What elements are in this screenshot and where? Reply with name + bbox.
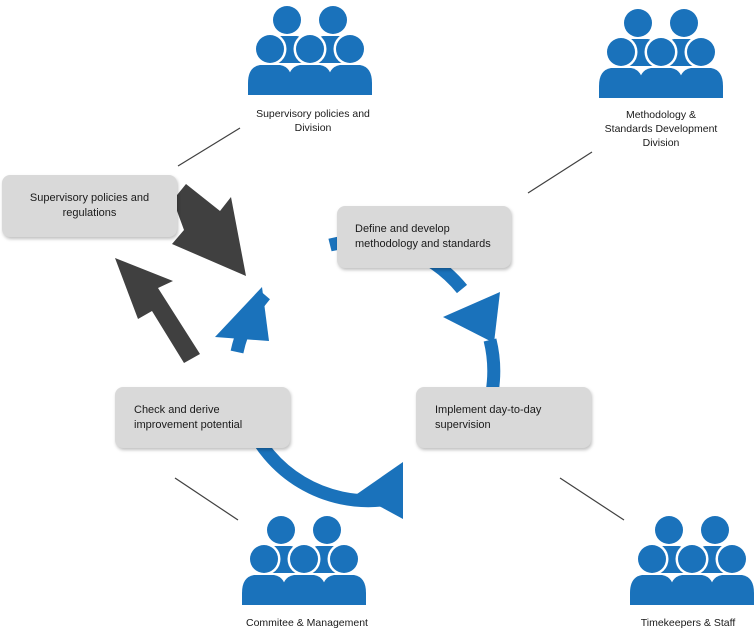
label-committee: Commitee & Management: [246, 617, 368, 629]
people-group-icon: [597, 7, 725, 100]
connector-line-committee: [174, 477, 239, 521]
connector-line-timekeepers: [559, 477, 625, 521]
cycle-arrowhead-bottom: [357, 462, 403, 519]
label-supervisory-division: Supervisory policies and Division: [256, 108, 370, 134]
box-label: Supervisory policies and regulations: [29, 192, 150, 219]
box-define-develop: Define and develop methodology and stand…: [337, 206, 511, 268]
box-check-derive: Check and derive improvement potential: [115, 387, 290, 448]
cycle-arrowhead-left: [215, 287, 269, 341]
dark-arrow-into-cycle: [172, 184, 246, 276]
box-label: Define and develop methodology and stand…: [355, 223, 491, 250]
dark-arrow-out-of-cycle: [115, 258, 200, 363]
connector-line-supervisory: [177, 127, 241, 167]
people-group-icon: [246, 4, 374, 97]
label-timekeepers: Timekeepers & Staff: [640, 617, 736, 629]
cycle-arrowhead-right: [443, 292, 500, 343]
people-group-icon: [240, 514, 368, 607]
box-label: Implement day-to-day supervision: [435, 403, 542, 431]
people-group-icon: [628, 514, 754, 607]
box-implement: Implement day-to-day supervision: [416, 387, 591, 448]
box-label: Check and derive improvement potential: [134, 403, 243, 431]
connector-line-methodology: [527, 151, 593, 194]
cycle-ring: [230, 234, 501, 508]
label-methodology-division: Methodology & Standards Development Divi…: [604, 109, 718, 149]
box-supervisory-regulations: Supervisory policies and regulations: [2, 175, 177, 237]
connector-lines: [174, 127, 625, 521]
